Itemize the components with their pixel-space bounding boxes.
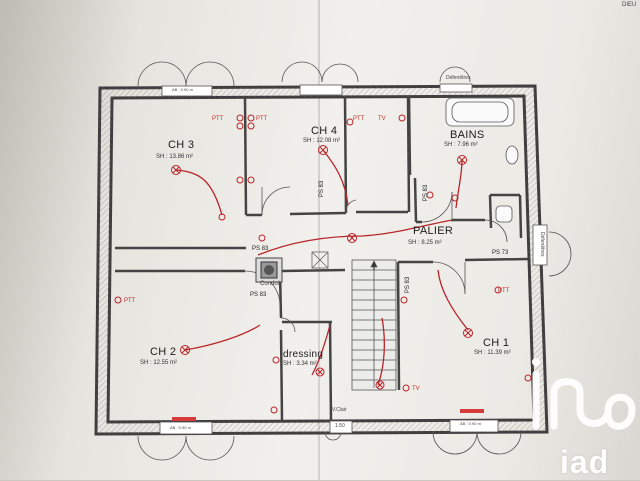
room-dressing-area: SH : 3.34 m² <box>283 361 317 367</box>
room-ch4-name: CH 4 <box>311 125 338 137</box>
door-tag-ch4: PS 83 <box>319 180 326 198</box>
electric-wiring <box>175 149 469 386</box>
sockets <box>114 114 532 414</box>
room-ch4-area: SH : 12.08 m² <box>303 138 341 144</box>
outlet-ptt-ch1: PTT <box>498 288 510 294</box>
room-ch1-name: CH 1 <box>483 337 510 349</box>
room-ch1-area: SH : 11.39 m² <box>474 350 511 356</box>
room-bains-area: SH : 7.96 m² <box>444 142 478 148</box>
iad-logo-text: iad <box>560 444 610 480</box>
outlet-tv-ch1: TV <box>412 386 420 392</box>
door-tag-palier: PS 83 <box>252 246 269 252</box>
room-ch2-area: SH : 12.55 m² <box>140 360 178 366</box>
window-label-bottom-mid: 1.50 <box>335 423 345 429</box>
iad-logo-icon <box>532 358 636 430</box>
outlet-tv-ch4: TV <box>378 116 386 122</box>
landing-vent <box>311 251 329 269</box>
room-palier-name: PALIER <box>413 225 454 237</box>
room-ch3-name: CH 3 <box>168 139 195 151</box>
door-tag-ch2: PS 83 <box>250 292 267 298</box>
stairs <box>351 259 397 391</box>
window-label-bottom-left: AB : 0.90 m <box>170 425 191 430</box>
light-points <box>171 145 473 390</box>
window-sills <box>159 83 548 435</box>
outlet-ptt-ch3: PTT <box>212 116 224 122</box>
door-tag-stair: PS 83 <box>405 276 412 294</box>
room-dressing-name: dressing <box>283 349 324 360</box>
vclair-label: V.Clair <box>332 407 347 413</box>
room-palier-area: SH : 8.25 m² <box>408 240 442 246</box>
corner-label: DIEU <box>622 2 637 8</box>
room-bains-name: BAINS <box>450 129 485 141</box>
chimney <box>255 257 283 283</box>
door-swings <box>137 61 572 461</box>
door-tag-bains: PS 83 <box>423 184 430 202</box>
outlet-ptt-ch3b: PTT <box>256 116 268 122</box>
bath-fixtures <box>445 97 519 223</box>
chimney-label: Conduit <box>260 281 281 287</box>
window-label-right: Défenêtres <box>539 232 545 257</box>
room-ch2-name: CH 2 <box>150 346 177 358</box>
window-label-bottom-right: AB : 0.90 m <box>460 421 481 426</box>
interior-walls <box>115 95 529 422</box>
outlet-ptt-ch2: PTT <box>124 298 136 304</box>
window-label-top-left: AB : 0.90 m <box>172 87 193 92</box>
door-tag-ps73: PS 73 <box>492 250 509 256</box>
paper-fold <box>318 0 320 480</box>
window-label-top-right: Défenêtres <box>446 75 471 81</box>
room-ch3-area: SH : 13.86 m² <box>156 154 194 160</box>
outlet-ptt-ch4: PTT <box>353 116 365 122</box>
